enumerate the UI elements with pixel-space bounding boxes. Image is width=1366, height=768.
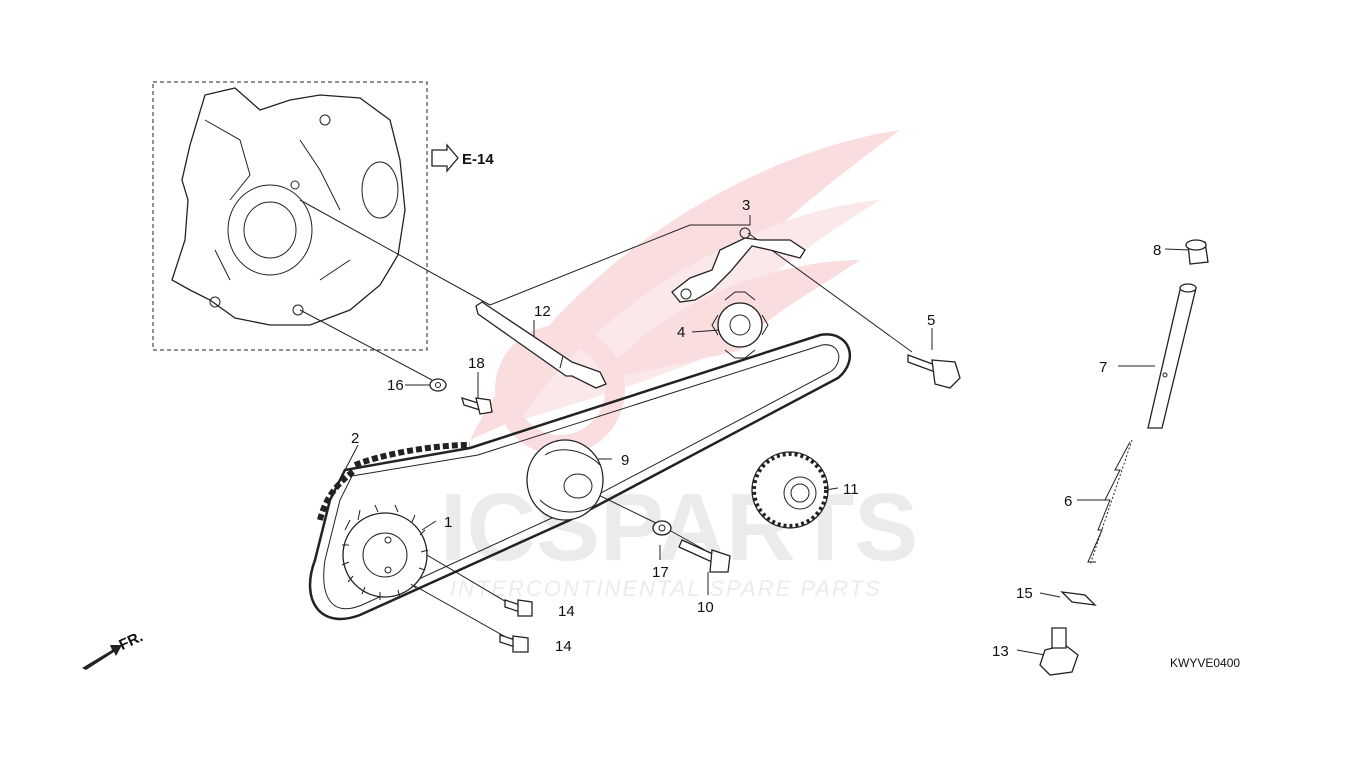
callout-5[interactable]: 5 — [927, 312, 935, 329]
callout-14-lower[interactable]: 14 — [555, 638, 572, 655]
callout-6[interactable]: 6 — [1064, 493, 1072, 510]
callout-labels: 1 2 3 4 5 6 7 8 9 10 11 12 13 14 14 15 1… — [351, 197, 1161, 660]
callout-1[interactable]: 1 — [444, 514, 452, 531]
reference-arrow-e14[interactable]: E-14 — [431, 143, 494, 173]
callout-15[interactable]: 15 — [1016, 585, 1033, 602]
part-8-cap[interactable] — [1185, 239, 1209, 265]
part-14-bolt-lower[interactable] — [499, 634, 529, 653]
callout-11[interactable]: 11 — [843, 481, 859, 498]
part-11-gear[interactable] — [751, 451, 829, 529]
callout-18[interactable]: 18 — [468, 355, 485, 372]
part-12-shaft[interactable] — [475, 301, 607, 389]
part-17-washer[interactable] — [652, 520, 672, 536]
callout-8[interactable]: 8 — [1153, 242, 1161, 259]
reference-label: E-14 — [462, 151, 494, 168]
part-1-sprocket[interactable] — [341, 504, 429, 600]
part-18-bolt[interactable] — [461, 397, 493, 415]
part-5-bolt[interactable] — [907, 354, 961, 389]
callout-17[interactable]: 17 — [652, 564, 669, 581]
crankcase-dashed-box — [152, 81, 428, 351]
crankcase-outline — [171, 87, 406, 326]
part-7-tube[interactable] — [1147, 283, 1197, 429]
part-2-chain[interactable] — [308, 333, 852, 621]
callout-16[interactable]: 16 — [387, 377, 404, 394]
part-9-guide-roller[interactable] — [526, 439, 604, 521]
callout-10[interactable]: 10 — [697, 599, 714, 616]
front-arrow-icon — [82, 645, 122, 670]
callout-3[interactable]: 3 — [742, 197, 750, 214]
part-14-bolt-upper[interactable] — [504, 599, 533, 617]
front-label: FR. — [117, 628, 146, 654]
part-10-bolt[interactable] — [678, 539, 731, 573]
callout-12[interactable]: 12 — [534, 303, 551, 320]
callout-9[interactable]: 9 — [621, 452, 629, 469]
diagram-code: KWYVE0400 — [1170, 656, 1240, 670]
callout-13[interactable]: 13 — [992, 643, 1009, 660]
reference-arrow-icon — [431, 143, 459, 173]
callout-14-upper[interactable]: 14 — [558, 603, 575, 620]
callout-2[interactable]: 2 — [351, 430, 359, 447]
part-16-washer[interactable] — [429, 378, 447, 392]
callout-7[interactable]: 7 — [1099, 359, 1107, 376]
watermark-tagline: INTERCONTINENTAL SPARE PARTS — [450, 576, 882, 601]
front-direction-arrow: FR. — [82, 628, 146, 670]
part-13-bolt[interactable] — [1039, 627, 1079, 676]
part-6-spring[interactable] — [1087, 439, 1133, 566]
part-4-sprocket[interactable] — [711, 291, 769, 359]
watermark-brand: ICSPARTS — [440, 474, 918, 581]
crankcase-group — [152, 81, 428, 351]
callout-4[interactable]: 4 — [677, 324, 685, 341]
part-15-washer[interactable] — [1060, 591, 1097, 606]
part-3-bracket[interactable] — [671, 227, 806, 303]
